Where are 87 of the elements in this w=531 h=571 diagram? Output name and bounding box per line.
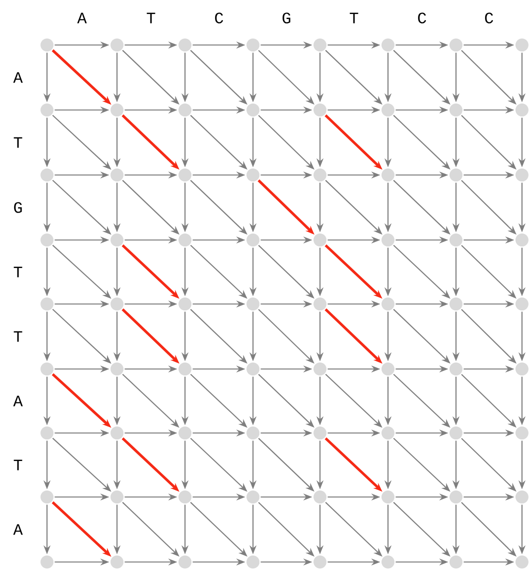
grid-node <box>110 490 124 504</box>
grid-node <box>110 234 124 246</box>
column-letter: C <box>418 12 426 24</box>
grid-node <box>246 426 260 440</box>
grid-node <box>516 168 528 182</box>
grid-node <box>516 362 528 376</box>
row-letter: A <box>13 72 23 83</box>
grid-node <box>382 426 394 440</box>
grid-node <box>516 38 528 52</box>
column-letter: T <box>350 12 358 24</box>
grid-node <box>516 490 528 504</box>
grid-node <box>246 234 260 246</box>
row-letter: T <box>14 331 22 342</box>
grid-node <box>450 234 462 246</box>
grid-node <box>110 298 124 310</box>
grid-node <box>178 556 192 568</box>
grid-node <box>246 362 260 376</box>
grid-node <box>382 234 394 246</box>
grid-node <box>110 362 124 376</box>
grid-node <box>110 104 124 116</box>
grid-node <box>450 362 462 376</box>
grid-node <box>516 298 528 310</box>
grid-node <box>246 104 260 116</box>
grid-node <box>382 168 394 182</box>
row-letter: T <box>14 266 22 278</box>
grid-node <box>382 556 394 568</box>
grid-node <box>246 490 260 504</box>
column-letter: C <box>215 12 224 24</box>
grid-node <box>382 298 394 310</box>
grid-node <box>110 168 124 182</box>
grid-node <box>450 104 462 116</box>
column-letter: C <box>485 12 494 24</box>
grid-node <box>40 490 54 504</box>
column-letter: T <box>146 12 156 24</box>
grid-node <box>178 426 192 440</box>
grid-node <box>246 38 260 52</box>
row-letter: G <box>14 202 22 213</box>
grid-node <box>40 234 54 246</box>
grid-node <box>450 298 462 310</box>
grid-node <box>40 556 54 568</box>
grid-node <box>450 556 462 568</box>
row-letter: T <box>14 460 22 470</box>
grid-node <box>178 298 192 310</box>
row-letter: A <box>13 524 23 535</box>
grid-node <box>450 168 462 182</box>
grid-node <box>178 38 192 52</box>
grid-node <box>40 168 54 182</box>
grid-node <box>314 104 326 116</box>
grid-node <box>314 490 326 504</box>
grid-node <box>516 234 528 246</box>
grid-node <box>382 104 394 116</box>
grid-node <box>40 298 54 310</box>
grid-node <box>516 104 528 116</box>
grid-node <box>516 556 528 568</box>
grid-node <box>178 104 192 116</box>
grid-node <box>110 426 124 440</box>
grid-node <box>178 490 192 504</box>
grid-node <box>382 362 394 376</box>
grid-node <box>314 362 326 376</box>
grid-node <box>314 38 326 52</box>
column-letter: G <box>282 12 290 24</box>
column-letter: A <box>77 12 87 24</box>
grid-node <box>314 168 326 182</box>
grid-node <box>450 490 462 504</box>
grid-node <box>246 298 260 310</box>
grid-node <box>178 168 192 182</box>
grid-node <box>40 362 54 376</box>
grid-node <box>110 556 124 568</box>
row-letter: T <box>14 137 22 148</box>
grid-node <box>40 426 54 440</box>
grid-node <box>450 426 462 440</box>
grid-node <box>178 234 192 246</box>
grid-node <box>246 168 260 182</box>
row-letter: A <box>13 396 23 406</box>
grid-node <box>516 426 528 440</box>
grid-node <box>246 556 260 568</box>
grid-node <box>178 362 192 376</box>
grid-node <box>314 298 326 310</box>
grid-node <box>40 104 54 116</box>
grid-node <box>382 490 394 504</box>
grid-node <box>40 38 54 52</box>
grid-node <box>314 234 326 246</box>
grid-node <box>450 38 462 52</box>
grid-node <box>382 38 394 52</box>
grid-node <box>110 38 124 52</box>
grid-node <box>314 426 326 440</box>
grid-node <box>314 556 326 568</box>
